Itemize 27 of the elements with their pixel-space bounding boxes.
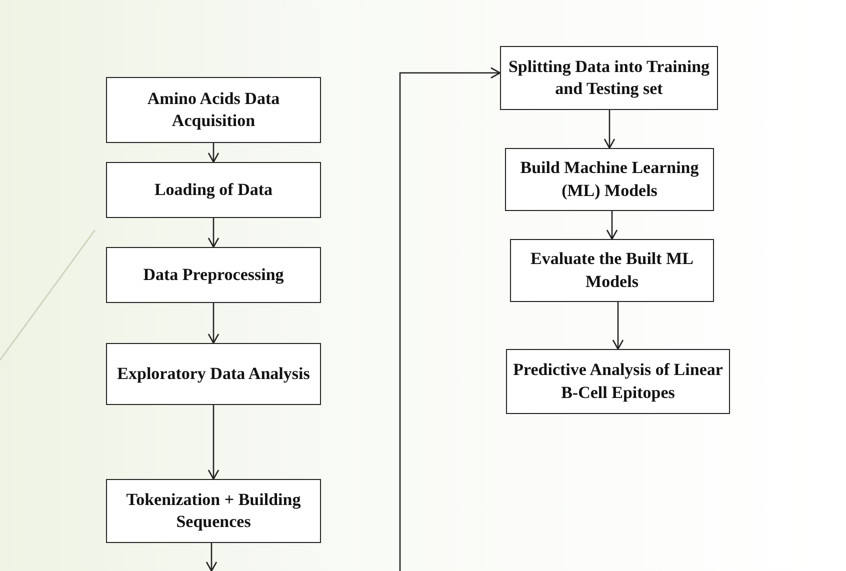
step-label: Exploratory Data Analysis (117, 362, 310, 385)
process-box (505, 148, 714, 211)
process-box (106, 162, 321, 218)
step-label: Build Machine Learning (ML) Models (519, 157, 700, 202)
arrow (208, 218, 220, 248)
step-label: Predictive Analysis of Linear B-Cell Epitopes (513, 359, 723, 404)
step-label: Data Preprocessing (143, 264, 284, 286)
process-box (106, 77, 321, 143)
process-box (106, 479, 321, 543)
arrow (606, 211, 618, 240)
step-label: Evaluate the Built ML Models (530, 248, 694, 292)
process-box (106, 247, 321, 303)
arrow (208, 303, 220, 344)
arrow (208, 405, 220, 480)
process-box (106, 343, 321, 405)
step-label: Tokenization + Building Sequences (125, 488, 302, 533)
arrow (604, 110, 616, 149)
step-label: Splitting Data into Training and Testing set (507, 56, 711, 100)
arrow (612, 302, 624, 350)
process-box (506, 349, 730, 414)
arrow (206, 543, 218, 571)
process-box (510, 239, 714, 302)
step-label: Loading of Data (154, 178, 273, 201)
step-label: Amino Acids Data Acquisition (146, 88, 281, 132)
process-box (500, 46, 718, 110)
arrow (399, 67, 501, 571)
arrow (208, 143, 220, 163)
